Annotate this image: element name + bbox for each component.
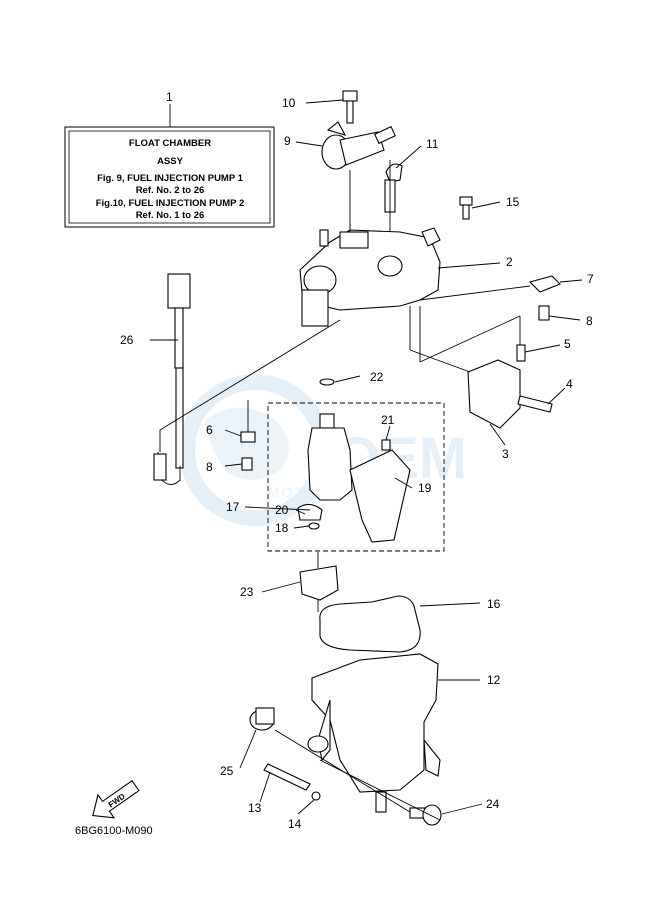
callout-8-upper: 8 xyxy=(586,314,593,328)
part-11-fitting xyxy=(384,163,403,213)
callout-1: 1 xyxy=(166,90,173,104)
part-19-filter xyxy=(349,449,411,543)
part-20-bracket xyxy=(297,503,323,521)
part-12-float-chamber xyxy=(307,653,441,813)
info-box-title: FLOAT CHAMBER xyxy=(129,138,211,149)
part-25-plug xyxy=(249,707,275,731)
part-13-pilot-screw xyxy=(263,763,311,791)
subassembly-box xyxy=(267,402,445,552)
callout-3: 3 xyxy=(502,447,509,461)
callout-6: 6 xyxy=(206,423,213,437)
part-10-bolt xyxy=(342,90,358,124)
info-box-line-fig9: Fig. 9, FUEL INJECTION PUMP 1 xyxy=(97,173,244,184)
callout-4: 4 xyxy=(566,377,573,391)
callout-2: 2 xyxy=(506,255,513,269)
callout-22: 22 xyxy=(370,370,384,384)
callout-21: 21 xyxy=(381,413,395,427)
info-box-line-ref2: Ref. No. 1 to 26 xyxy=(136,210,205,221)
callout-20: 20 xyxy=(275,503,289,517)
callout-8-lower: 8 xyxy=(206,460,213,474)
part-8-screw-lower xyxy=(241,457,253,471)
callout-13: 13 xyxy=(248,801,262,815)
diagram-code: 6BG6100-M090 xyxy=(75,825,153,837)
callout-5: 5 xyxy=(564,337,571,351)
part-6-grommet xyxy=(240,400,256,443)
callout-18: 18 xyxy=(275,521,289,535)
fwd-arrow: FWD xyxy=(92,779,140,819)
callout-23: 23 xyxy=(240,585,254,599)
part-16-gasket xyxy=(319,595,421,653)
part-2-pump-body xyxy=(299,160,441,327)
info-box: FLOAT CHAMBER ASSY Fig. 9, FUEL INJECTIO… xyxy=(64,104,275,228)
part-9-pressure-regulator xyxy=(321,121,397,170)
callout-11: 11 xyxy=(426,137,439,151)
callout-24: 24 xyxy=(486,797,500,811)
leader-lines xyxy=(150,99,583,821)
part-22-oring xyxy=(319,378,335,386)
part-5-valve xyxy=(516,344,526,362)
callouts: 1 10 9 11 15 2 7 8 26 5 22 4 21 6 3 8 19… xyxy=(120,90,594,831)
part-fuel-pump xyxy=(307,413,353,501)
info-box-line-ref1: Ref. No. 2 to 26 xyxy=(136,185,205,196)
part-21-clip xyxy=(381,439,391,451)
part-18-washer xyxy=(308,522,320,530)
part-3-cover xyxy=(467,359,521,429)
part-4-pin xyxy=(517,395,553,413)
callout-12: 12 xyxy=(487,673,501,687)
callout-14: 14 xyxy=(288,817,302,831)
part-26-harness xyxy=(153,273,341,485)
part-24-drain-bolt xyxy=(409,804,442,826)
part-8-screw-upper xyxy=(538,305,550,321)
part-14-oring xyxy=(311,791,321,801)
callout-25: 25 xyxy=(220,764,234,778)
callout-15: 15 xyxy=(506,195,520,209)
callout-26: 26 xyxy=(120,333,134,347)
callout-7: 7 xyxy=(587,272,594,286)
callout-19: 19 xyxy=(418,481,432,495)
callout-16: 16 xyxy=(487,597,501,611)
callout-17: 17 xyxy=(226,500,240,514)
info-box-line-fig10: Fig.10, FUEL INJECTION PUMP 2 xyxy=(96,198,245,209)
callout-9: 9 xyxy=(284,134,291,148)
info-box-subtitle: ASSY xyxy=(157,156,184,167)
part-23-damper xyxy=(299,565,339,601)
callout-10: 10 xyxy=(282,96,296,110)
part-7-clip xyxy=(528,275,561,293)
part-15-screw xyxy=(459,196,473,220)
